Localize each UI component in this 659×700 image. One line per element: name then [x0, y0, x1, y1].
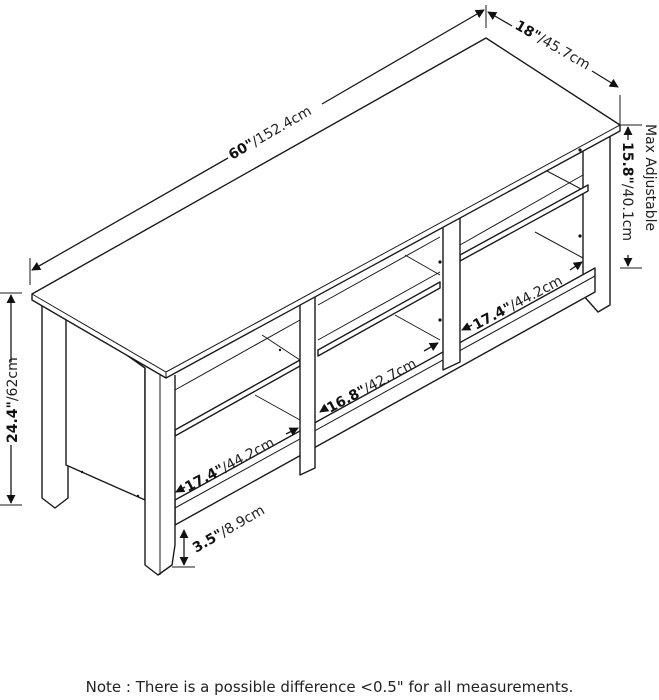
right-back-leg [582, 130, 611, 313]
height-dimension-label: 24.4"/62cm [5, 357, 21, 443]
divider-left [299, 294, 316, 476]
divider-right [442, 217, 461, 371]
shelf-middle [317, 281, 441, 357]
shelf-height-dimension-label: 15.8"/40.1cm [619, 142, 635, 241]
top-surface [31, 37, 621, 379]
dimension-lines [0, 5, 642, 568]
measurement-note: Note : There is a possible difference <0… [85, 678, 574, 696]
shelf-depth-lines [254, 169, 584, 421]
shelf-left [174, 359, 301, 437]
tv-stand-drawing [31, 37, 621, 576]
max-adjustable-label: Max Adjustable [642, 124, 658, 231]
back-left-leg [41, 305, 69, 509]
